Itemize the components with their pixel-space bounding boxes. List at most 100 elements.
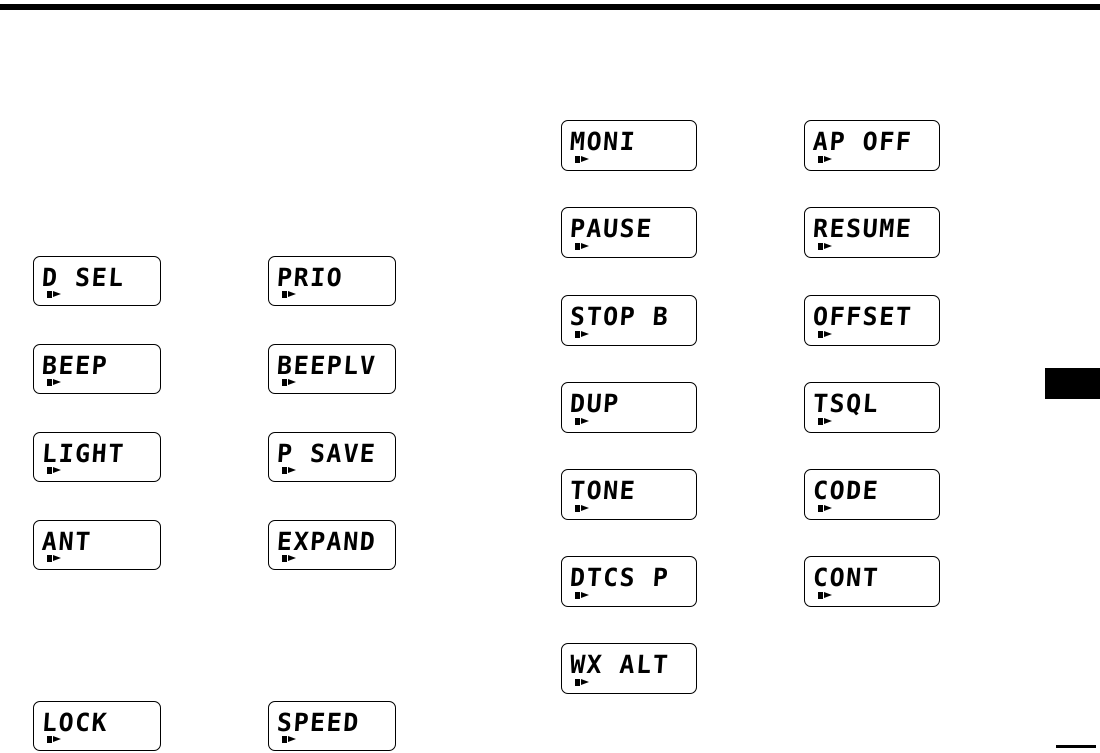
- tag-arrow-indicator-icon: [575, 156, 589, 163]
- lcd-panel-light: LIGHT: [33, 432, 161, 482]
- indicator-block: [575, 243, 580, 250]
- lcd-panel-code: CODE: [804, 469, 940, 520]
- indicator-triangle: [53, 379, 61, 385]
- tag-arrow-indicator-icon: [282, 736, 296, 743]
- indicator-block: [818, 243, 823, 250]
- lcd-text-speed: SPEED: [275, 708, 361, 737]
- tag-arrow-indicator-icon: [47, 291, 61, 298]
- lcd-text-tsql: TSQL: [811, 389, 881, 418]
- tag-arrow-indicator-icon: [818, 592, 832, 599]
- tag-arrow-indicator-icon: [575, 592, 589, 599]
- tag-arrow-indicator-icon: [47, 555, 61, 562]
- lcd-text-d-sel: D SEL: [40, 263, 126, 292]
- indicator-triangle: [53, 467, 61, 473]
- tag-arrow-indicator-icon: [282, 379, 296, 386]
- lcd-panel-tsql: TSQL: [804, 382, 940, 433]
- indicator-block: [47, 291, 52, 298]
- indicator-block: [47, 467, 52, 474]
- indicator-block: [47, 379, 52, 386]
- lcd-text-cont: CONT: [811, 563, 881, 592]
- indicator-block: [282, 555, 287, 562]
- indicator-triangle: [581, 592, 589, 598]
- tag-arrow-indicator-icon: [818, 156, 832, 163]
- lcd-panel-offset: OFFSET: [804, 295, 940, 346]
- lcd-panel-prio: PRIO: [268, 256, 396, 306]
- indicator-block: [818, 156, 823, 163]
- indicator-triangle: [53, 555, 61, 561]
- tag-arrow-indicator-icon: [575, 243, 589, 250]
- indicator-triangle: [288, 555, 296, 561]
- lcd-text-ant: ANT: [40, 527, 93, 556]
- lcd-panel-moni: MONI: [561, 120, 697, 171]
- indicator-triangle: [581, 331, 589, 337]
- indicator-triangle: [288, 736, 296, 742]
- lcd-panel-dup: DUP: [561, 382, 697, 433]
- lcd-panel-dtcs-p: DTCS P: [561, 556, 697, 607]
- lcd-panel-lock: LOCK: [33, 701, 161, 751]
- indicator-triangle: [53, 291, 61, 297]
- lcd-text-expand: EXPAND: [275, 527, 378, 556]
- lcd-text-pause: PAUSE: [568, 214, 654, 243]
- indicator-triangle: [581, 679, 589, 685]
- lcd-text-resume: RESUME: [811, 214, 914, 243]
- indicator-block: [818, 592, 823, 599]
- lcd-text-stop-b: STOP B: [568, 302, 671, 331]
- lcd-text-tone: TONE: [568, 476, 638, 505]
- indicator-triangle: [288, 379, 296, 385]
- lcd-text-code: CODE: [811, 476, 881, 505]
- lcd-panel-beep: BEEP: [33, 344, 161, 394]
- indicator-triangle: [824, 505, 832, 511]
- indicator-triangle: [53, 736, 61, 742]
- indicator-block: [575, 505, 580, 512]
- lcd-text-beep: BEEP: [40, 351, 110, 380]
- indicator-block: [818, 331, 823, 338]
- lcd-text-offset: OFFSET: [811, 302, 914, 331]
- bottom-right-rule: [1056, 745, 1096, 748]
- lcd-panel-resume: RESUME: [804, 207, 940, 258]
- tag-arrow-indicator-icon: [47, 736, 61, 743]
- lcd-text-prio: PRIO: [275, 263, 345, 292]
- lcd-panel-ant: ANT: [33, 520, 161, 570]
- top-horizontal-rule: [0, 4, 1100, 10]
- lcd-panel-pause: PAUSE: [561, 207, 697, 258]
- indicator-block: [282, 379, 287, 386]
- indicator-block: [575, 418, 580, 425]
- indicator-triangle: [581, 156, 589, 162]
- indicator-block: [818, 418, 823, 425]
- lcd-text-light: LIGHT: [40, 439, 126, 468]
- indicator-block: [818, 505, 823, 512]
- indicator-block: [282, 467, 287, 474]
- indicator-block: [575, 679, 580, 686]
- indicator-block: [575, 331, 580, 338]
- lcd-text-lock: LOCK: [40, 708, 110, 737]
- tag-arrow-indicator-icon: [282, 291, 296, 298]
- tag-arrow-indicator-icon: [575, 679, 589, 686]
- lcd-panel-expand: EXPAND: [268, 520, 396, 570]
- lcd-panel-beeplv: BEEPLV: [268, 344, 396, 394]
- lcd-panel-d-sel: D SEL: [33, 256, 161, 306]
- lcd-text-dup: DUP: [568, 389, 621, 418]
- indicator-triangle: [288, 467, 296, 473]
- indicator-triangle: [581, 505, 589, 511]
- tag-arrow-indicator-icon: [47, 379, 61, 386]
- indicator-triangle: [581, 418, 589, 424]
- lcd-panel-cont: CONT: [804, 556, 940, 607]
- indicator-triangle: [824, 331, 832, 337]
- lcd-text-beeplv: BEEPLV: [275, 351, 378, 380]
- lcd-panel-wx-alt: WX ALT: [561, 643, 697, 694]
- lcd-panel-ap-off: AP OFF: [804, 120, 940, 171]
- lcd-text-dtcs-p: DTCS P: [568, 563, 671, 592]
- tag-arrow-indicator-icon: [818, 418, 832, 425]
- right-edge-section-tab: [1045, 368, 1100, 399]
- indicator-block: [47, 555, 52, 562]
- indicator-block: [47, 736, 52, 743]
- tag-arrow-indicator-icon: [47, 467, 61, 474]
- indicator-triangle: [288, 291, 296, 297]
- indicator-block: [575, 592, 580, 599]
- tag-arrow-indicator-icon: [575, 505, 589, 512]
- lcd-text-wx-alt: WX ALT: [568, 650, 671, 679]
- indicator-triangle: [581, 243, 589, 249]
- lcd-panel-tone: TONE: [561, 469, 697, 520]
- tag-arrow-indicator-icon: [282, 467, 296, 474]
- lcd-panel-stop-b: STOP B: [561, 295, 697, 346]
